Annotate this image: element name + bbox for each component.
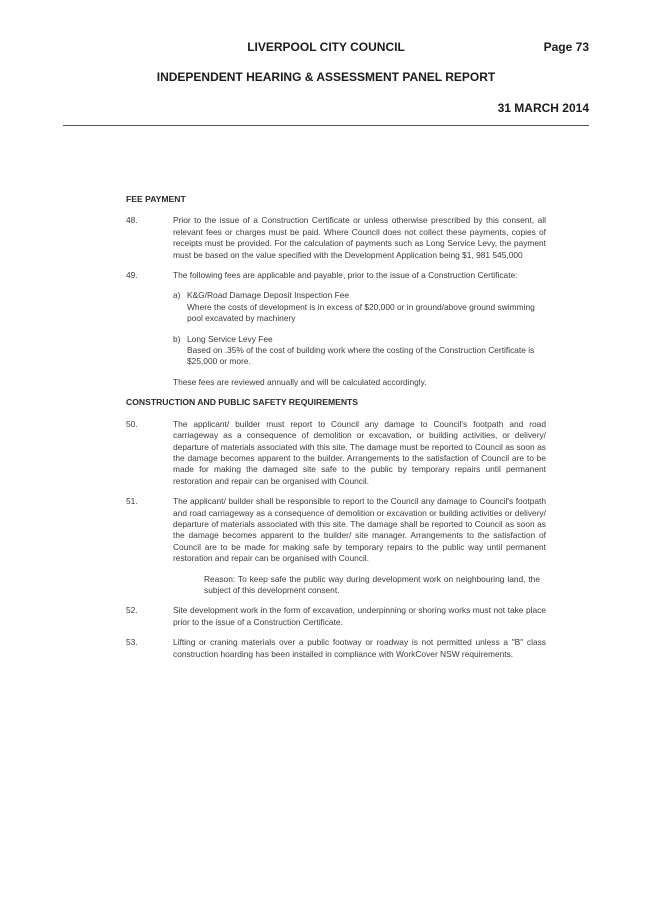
condition-number: 51. (126, 496, 138, 507)
page-number: Page 73 (543, 40, 589, 54)
condition-text: The applicant/ builder must report to Co… (173, 418, 546, 486)
sub-item-title: K&G/Road Damage Deposit Inspection Fee (187, 290, 350, 301)
fee-payment-heading: FEE PAYMENT (126, 194, 186, 204)
fee-review-note: These fees are reviewed annually and wil… (173, 376, 427, 387)
report-title: INDEPENDENT HEARING & ASSESSMENT PANEL R… (156, 70, 496, 84)
sub-item-text: Where the costs of development is in exc… (187, 301, 535, 324)
condition-text: Lifting or craning materials over a publ… (173, 637, 546, 659)
sub-item-label: a) (173, 290, 181, 301)
condition-text: The applicant/ builder shall be responsi… (173, 496, 546, 564)
sub-item-label: b) (173, 333, 181, 344)
condition-50: 50. The applicant/ builder must report t… (126, 419, 546, 487)
sub-item-text: Based on .35% of the cost of building wo… (187, 345, 535, 367)
document-body: FEE PAYMENT 48. Prior to the issue of a … (126, 194, 546, 669)
condition-number: 49. (126, 270, 138, 281)
council-name: LIVERPOOL CITY COUNCIL (247, 40, 405, 54)
condition-number: 53. (126, 637, 138, 648)
condition-52: 52. Site development work in the form of… (126, 605, 546, 628)
fee-item-a: a) K&G/Road Damage Deposit Inspection Fe… (126, 290, 546, 324)
fee-item-b: b) Long Service Levy Fee Based on .35% o… (126, 334, 546, 368)
sub-item-title: Long Service Levy Fee (187, 333, 273, 344)
condition-53: 53. Lifting or craning materials over a … (126, 637, 546, 660)
condition-text: Site development work in the form of exc… (173, 605, 546, 627)
header-divider (63, 125, 589, 126)
condition-text: Prior to the issue of a Construction Cer… (173, 215, 546, 260)
condition-48: 48. Prior to the issue of a Construction… (126, 215, 546, 261)
condition-number: 48. (126, 215, 138, 226)
report-date: 31 MARCH 2014 (497, 101, 589, 115)
condition-51-reason: Reason: To keep safe the public way duri… (204, 573, 540, 595)
construction-safety-heading: CONSTRUCTION AND PUBLIC SAFETY REQUIREME… (126, 397, 359, 408)
condition-49: 49. The following fees are applicable an… (126, 270, 546, 281)
condition-51: 51. The applicant/ builder shall be resp… (126, 496, 546, 564)
condition-number: 52. (126, 605, 138, 616)
condition-number: 50. (126, 418, 138, 429)
condition-text: The following fees are applicable and pa… (173, 270, 518, 281)
